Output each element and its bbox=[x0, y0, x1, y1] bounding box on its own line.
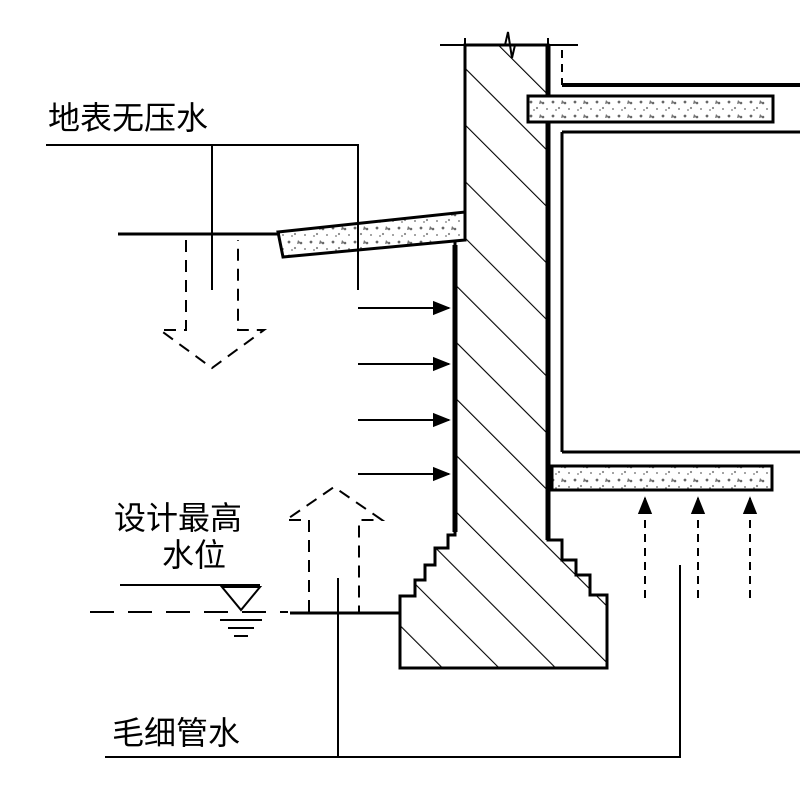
floor-slab-upper bbox=[526, 94, 775, 124]
apron-slab bbox=[276, 210, 467, 259]
water-level-symbol bbox=[219, 586, 263, 612]
capillary-leader bbox=[105, 565, 681, 758]
capillary-arrow-up bbox=[282, 485, 386, 612]
label-design-line1: 设计最高 bbox=[114, 499, 243, 537]
basement-floor-slab bbox=[550, 464, 774, 492]
label-surface-water: 地表无压水 bbox=[48, 99, 209, 137]
break-symbol bbox=[504, 31, 516, 59]
label-design-water-level: 设计最高 水位 bbox=[114, 500, 242, 574]
label-design-line2: 水位 bbox=[162, 535, 227, 574]
surface-water-leader bbox=[46, 144, 359, 290]
label-capillary-water: 毛细管水 bbox=[112, 714, 241, 752]
infiltration-arrow-down bbox=[156, 240, 268, 370]
foundation-wall-section bbox=[398, 43, 609, 670]
